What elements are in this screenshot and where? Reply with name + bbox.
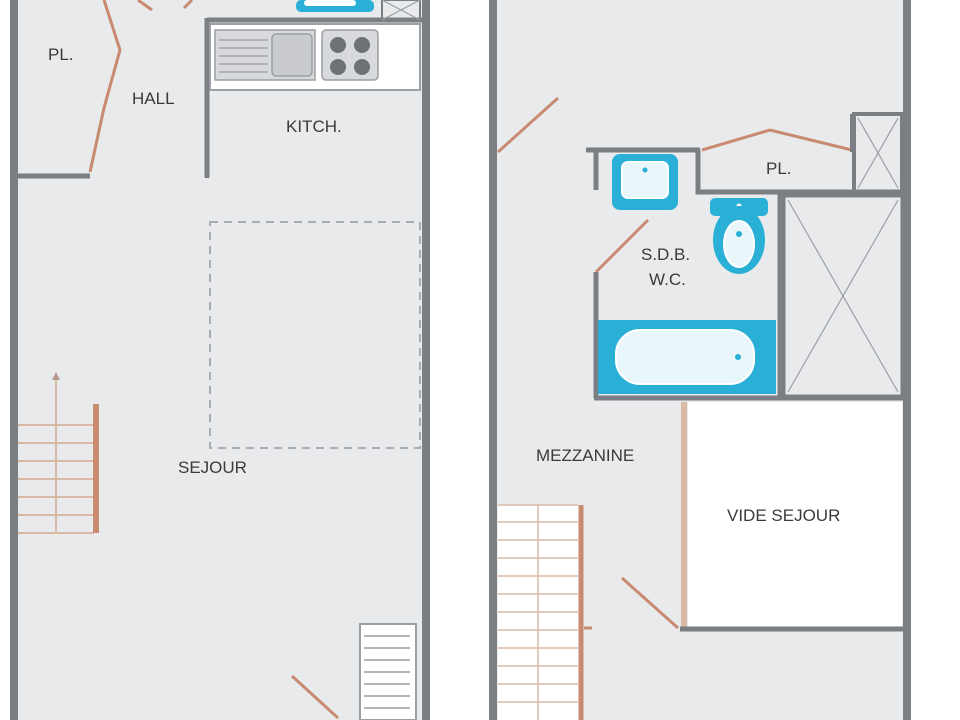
mezzanine-door — [621, 576, 679, 630]
entry-door-leaf — [182, 0, 194, 10]
entry-door-swing — [137, 0, 153, 12]
ground-floor-area — [14, 0, 426, 720]
ground-stair-right-treads — [364, 635, 410, 709]
upper-closet-box — [852, 112, 904, 194]
label-mezzanine: MEZZANINE — [536, 446, 634, 465]
upper-floor-plan: PL. S.D.B. W.C. MEZZANINE VIDE SEJOUR — [489, 0, 911, 720]
closet-door — [88, 0, 122, 173]
void-area — [688, 402, 902, 628]
ground-stair-left — [18, 372, 94, 534]
sink-drainboard — [219, 39, 268, 73]
mezzanine-outline-dashed — [209, 221, 421, 449]
cooktop — [321, 29, 379, 81]
toilet-seat — [723, 220, 755, 268]
washbasin-bowl — [621, 161, 669, 199]
upper-left-door — [496, 96, 560, 154]
top-storage-box — [381, 0, 421, 21]
sink-basin — [271, 33, 313, 77]
bathtub-basin — [615, 329, 755, 385]
label-bathroom-line2: W.C. — [649, 270, 686, 289]
top-appliance-inner — [304, 0, 356, 6]
ground-floor-plan: PL. HALL KITCH. SEJOUR — [10, 0, 430, 720]
label-ground-closet: PL. — [48, 45, 74, 64]
shaft-box — [782, 194, 904, 398]
upper-stair-treads — [498, 504, 578, 720]
label-upper-closet: PL. — [766, 159, 792, 178]
label-living: SEJOUR — [178, 458, 247, 477]
label-hall: HALL — [132, 89, 175, 108]
label-void-over-living: VIDE SEJOUR — [727, 506, 840, 525]
ground-bottom-door — [290, 674, 340, 720]
label-bathroom-line1: S.D.B. — [641, 245, 690, 264]
cooktop-burners — [330, 37, 370, 75]
label-kitchen: KITCH. — [286, 117, 342, 136]
bath-door — [594, 218, 650, 274]
upper-closet-door — [701, 128, 853, 152]
